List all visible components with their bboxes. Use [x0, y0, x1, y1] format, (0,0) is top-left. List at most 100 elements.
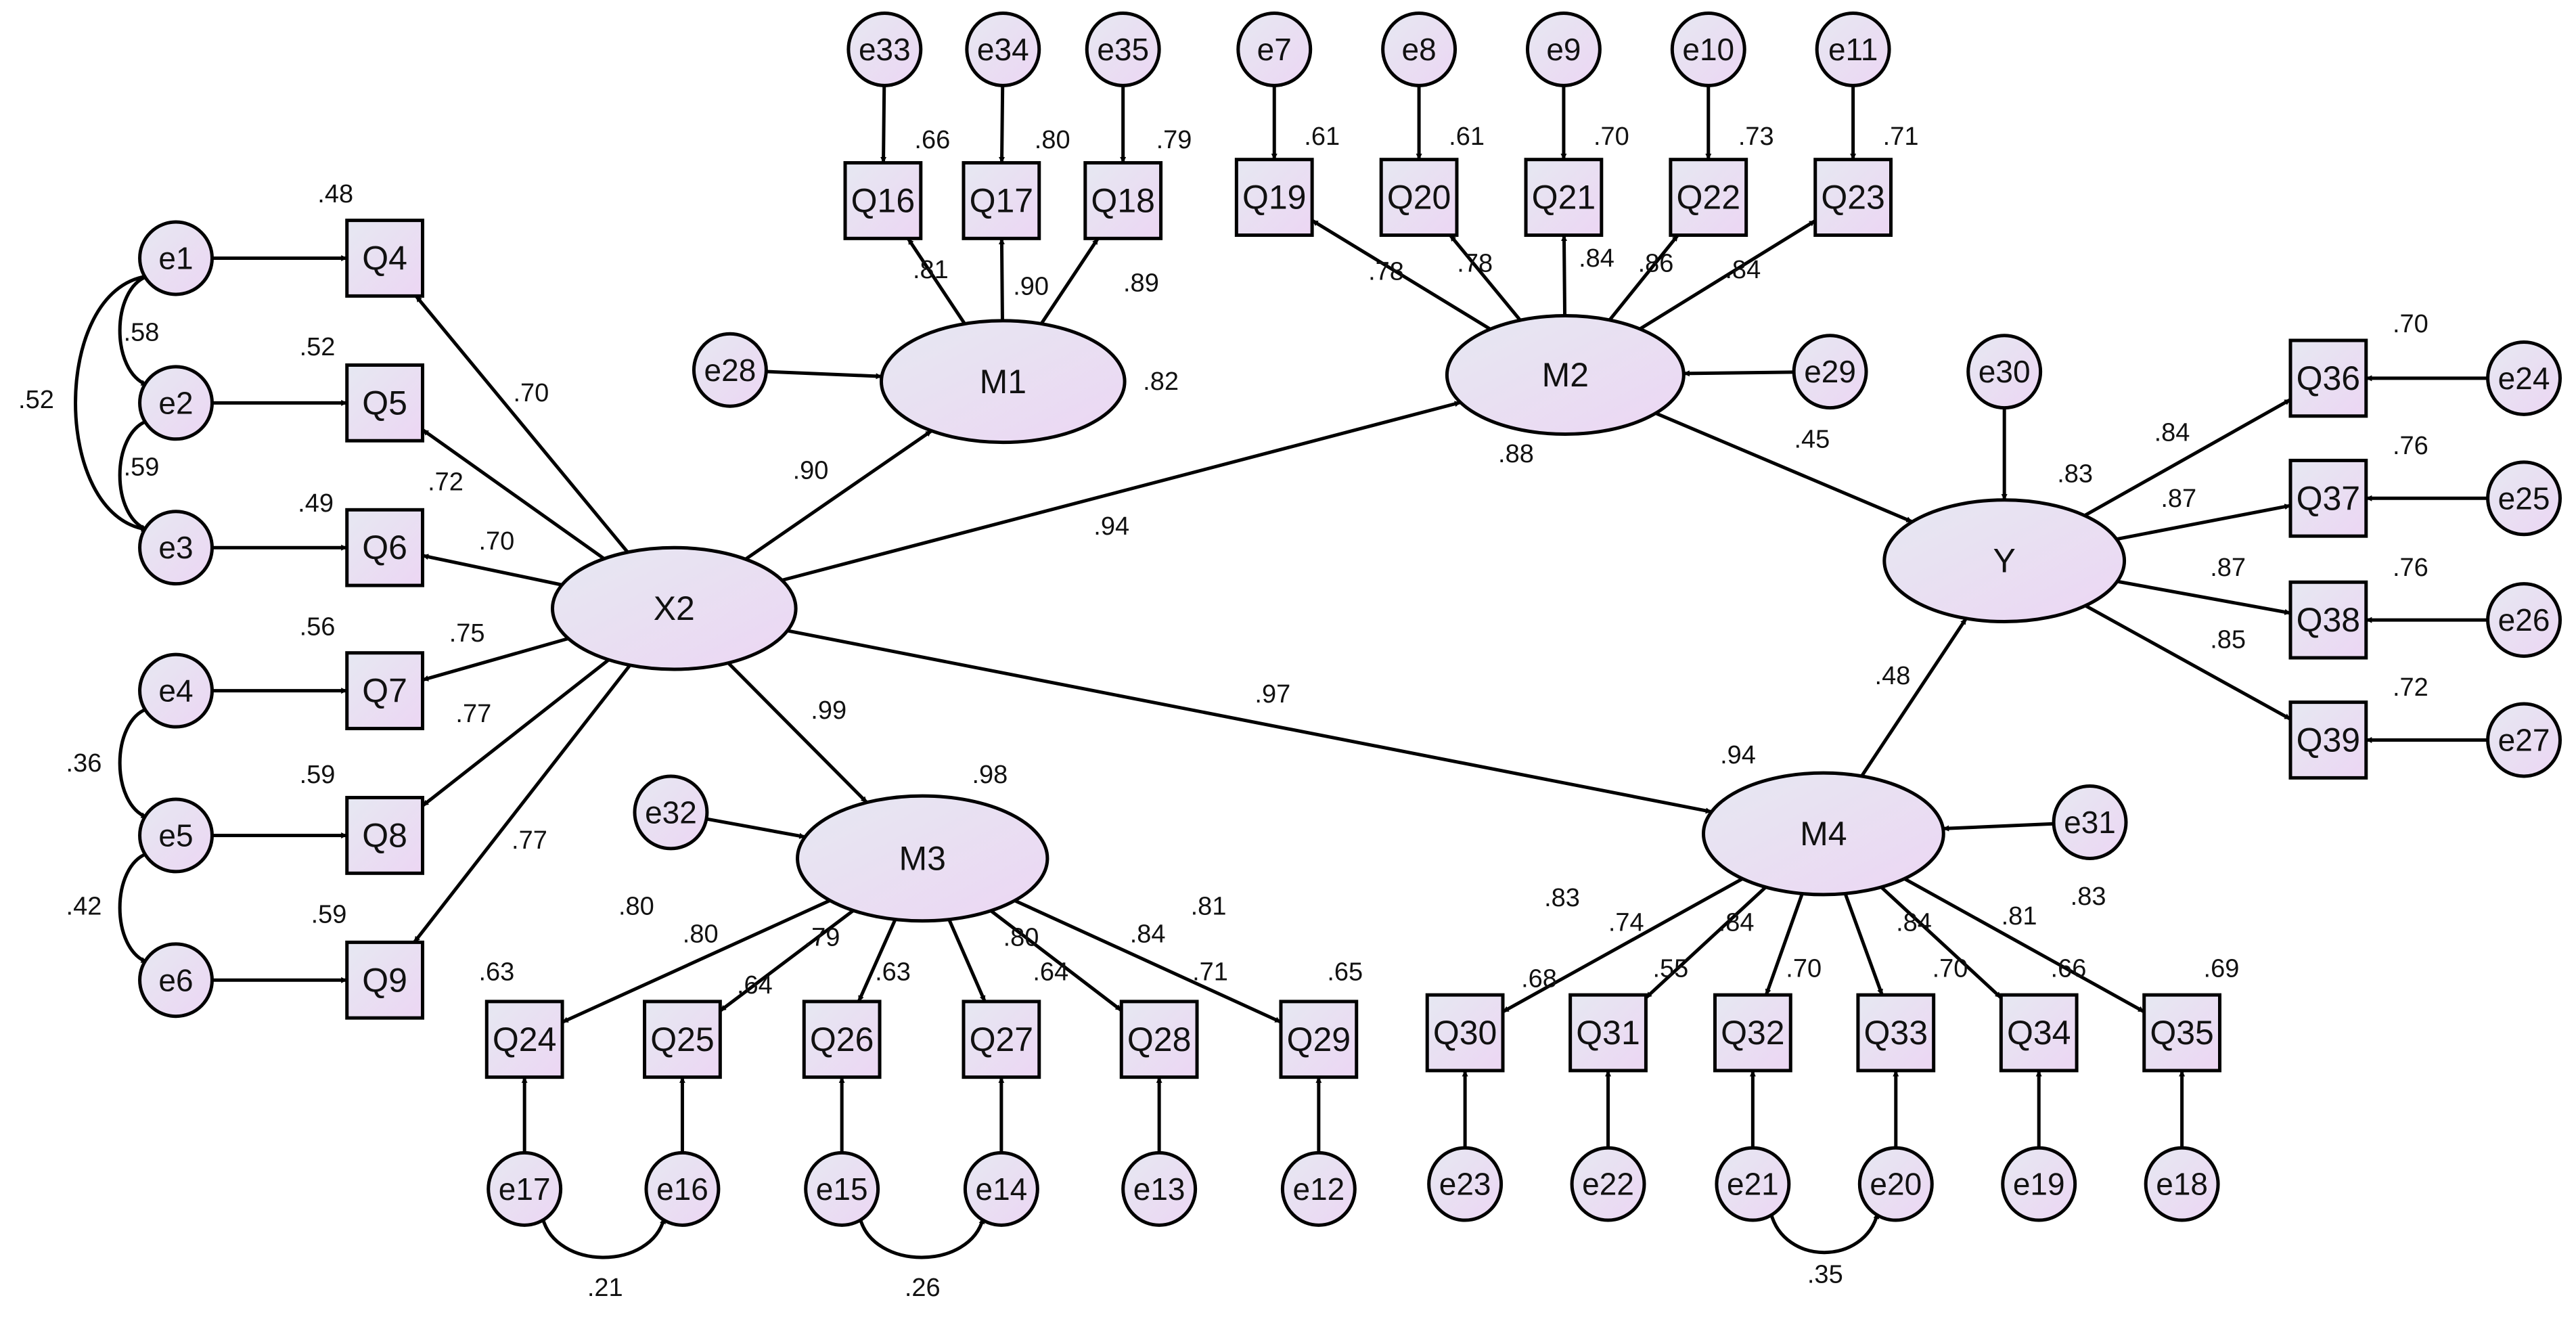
loading-arrow-x2-q7 — [422, 637, 569, 682]
r2-label-q27: .64 — [1033, 958, 1068, 987]
error-label: e29 — [1804, 354, 1856, 389]
indicator-box — [962, 161, 1041, 240]
r2-label-q38: .76 — [2393, 554, 2428, 582]
loading-label-m3-q26: .79 — [805, 924, 840, 952]
indicator-box — [2288, 580, 2368, 660]
loading-arrow-y-q36 — [2083, 398, 2292, 517]
path-label-x2-m4: .97 — [1255, 680, 1290, 709]
loading-arrow-m3-q28 — [989, 909, 1123, 1012]
indicator-label: Q20 — [1387, 179, 1451, 217]
loading-label-m1-q16: .81 — [913, 256, 949, 284]
indicator-label: Q37 — [2297, 479, 2361, 517]
r2-label-q18: .79 — [1156, 126, 1192, 154]
indicator-box — [1568, 993, 1648, 1073]
indicator-q30: Q30 — [1425, 993, 1505, 1073]
latent-m2: M2 — [1445, 314, 1686, 437]
loading-label-y-q36: .84 — [2154, 419, 2190, 447]
error-circle — [644, 1150, 721, 1227]
indicator-q31: Q31 — [1568, 993, 1648, 1073]
error-circle — [1236, 11, 1313, 87]
indicator-q33: Q33 — [1856, 993, 1936, 1073]
indicator-q24: Q24 — [484, 1000, 564, 1079]
indicator-label: Q5 — [362, 384, 407, 422]
error-e9: e9 — [1525, 11, 1602, 87]
covariance-label-e1-e3: .52 — [18, 386, 54, 414]
edges-layer — [212, 85, 2488, 1153]
error-arrow-e34-q17 — [999, 85, 1005, 164]
error-label: e8 — [1402, 32, 1437, 67]
error-circle — [138, 797, 214, 874]
error-circle — [692, 332, 768, 408]
r2-label-q6: .49 — [298, 489, 334, 518]
indicator-q18: Q18 — [1083, 161, 1163, 240]
covariance-label-e21-e20: .35 — [1807, 1261, 1843, 1289]
indicator-box — [345, 508, 425, 587]
error-circle — [2486, 702, 2562, 778]
r2-label-q28: .71 — [1192, 958, 1228, 987]
loading-label-m2-q23: .84 — [1725, 256, 1761, 284]
indicator-q27: Q27 — [962, 1000, 1041, 1079]
error-circle — [2486, 340, 2562, 416]
indicator-box — [843, 161, 923, 240]
r2-label-q33: .70 — [1933, 955, 1968, 983]
loading-arrow-m3-q27 — [947, 918, 987, 1002]
loading-arrow-m2-q19 — [1311, 219, 1491, 331]
latent-label: X2 — [654, 589, 695, 627]
path-label-x2-m3: .99 — [811, 696, 846, 725]
error-circle — [1525, 11, 1602, 87]
loading-arrow-m4-q30 — [1501, 877, 1744, 1014]
error-label: e19 — [2013, 1167, 2065, 1202]
error-label: e35 — [1097, 32, 1149, 67]
indicator-label: Q9 — [362, 961, 407, 999]
indicator-box — [345, 219, 425, 298]
error-circle — [487, 1150, 563, 1227]
loading-label-m2-q20: .78 — [1457, 249, 1493, 277]
covariance-label-e2-e3: .59 — [124, 453, 160, 482]
error-label: e34 — [977, 32, 1029, 67]
indicator-q6: Q6 — [345, 508, 425, 587]
error-circle — [804, 1150, 880, 1227]
loading-arrow-y-q37 — [2116, 504, 2291, 541]
error-e3: e3 — [138, 510, 214, 586]
indicator-box — [2288, 700, 2368, 780]
loading-label-x2-q8: .77 — [455, 700, 491, 728]
loading-label-m3-q28: .84 — [1130, 920, 1166, 949]
indicator-label: Q19 — [1242, 179, 1307, 217]
r2-label-q21: .70 — [1594, 122, 1629, 151]
latent-ellipse — [1701, 771, 1945, 897]
loading-label-x2-q7: .75 — [449, 619, 485, 648]
error-circle — [1121, 1150, 1198, 1227]
loading-arrow-x2-q5 — [422, 428, 606, 560]
path-arrow-x2-m1 — [744, 429, 933, 561]
error-e14: e14 — [963, 1150, 1039, 1227]
latent-y: Y — [1882, 498, 2127, 624]
error-label: e32 — [645, 795, 697, 830]
loading-label-m3-q27: .80 — [1003, 924, 1039, 952]
coefficient-labels-layer: .70.72.70.75.77.77.81.90.89.78.78.84.86.… — [18, 122, 2428, 1302]
loading-label-x2-q5: .72 — [428, 468, 464, 496]
error-e29: e29 — [1792, 334, 1868, 410]
error-e15: e15 — [804, 1150, 880, 1227]
covariance-curve-e15-e14 — [855, 1211, 985, 1259]
indicator-label: Q17 — [970, 181, 1034, 219]
indicator-box — [1813, 158, 1893, 237]
error-e31: e31 — [2052, 784, 2128, 860]
error-label: e17 — [499, 1171, 551, 1207]
indicator-label: Q38 — [2297, 601, 2361, 639]
indicator-q34: Q34 — [1999, 993, 2079, 1073]
indicator-q29: Q29 — [1279, 1000, 1359, 1079]
indicator-box — [345, 651, 425, 730]
error-circle — [1427, 1146, 1504, 1222]
latent-ellipse — [1882, 498, 2127, 624]
r2-label-q19: .61 — [1304, 122, 1340, 151]
indicator-box — [345, 363, 425, 443]
error-circle — [2001, 1146, 2077, 1222]
error-e10: e10 — [1670, 11, 1746, 87]
error-label: e13 — [1133, 1171, 1185, 1207]
error-e21: e21 — [1715, 1146, 1791, 1222]
covariance-label-e1-e2: .58 — [124, 318, 160, 346]
loading-label-x2-q4: .70 — [513, 379, 549, 407]
indicator-box — [962, 1000, 1041, 1079]
indicator-label: Q24 — [493, 1021, 557, 1058]
